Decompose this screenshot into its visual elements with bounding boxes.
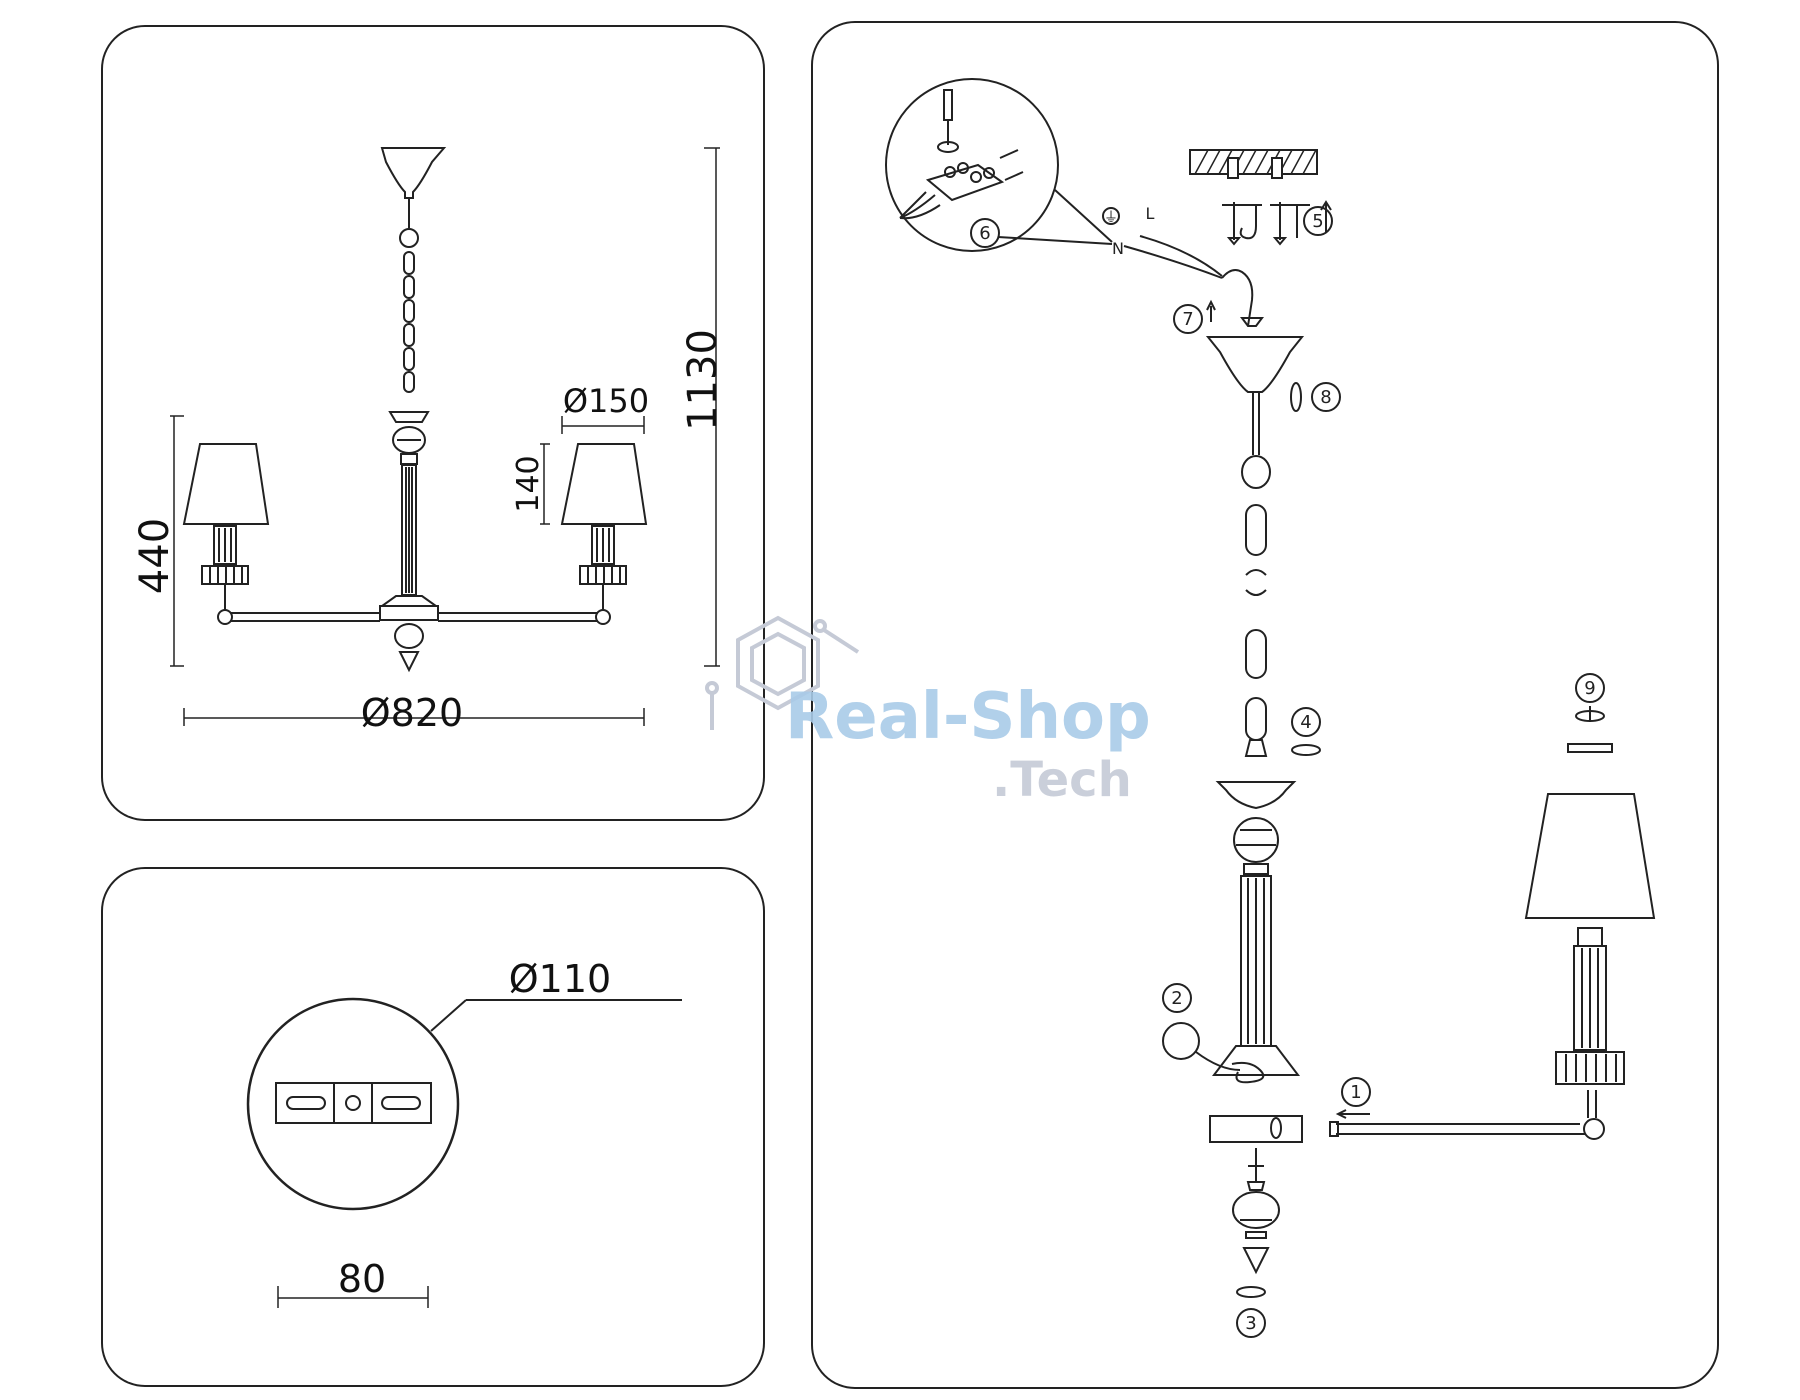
- step-8-circle: [1311, 382, 1341, 412]
- step-7-circle: [1173, 304, 1203, 334]
- base-wiring: [1162, 1022, 1265, 1084]
- height-overall-label: 1130: [680, 329, 726, 431]
- ground-symbol: [1102, 207, 1120, 225]
- dimension-lines: [170, 147, 720, 726]
- step-3-circle: [1236, 1308, 1266, 1338]
- chain: [403, 251, 415, 393]
- bracket-width-label: 80: [338, 1257, 386, 1301]
- step-callouts: [970, 206, 1605, 1338]
- assembly-chain: [1241, 455, 1271, 757]
- shade-diameter-label: Ø150: [563, 382, 649, 420]
- watermark-logo-hexagon: [736, 615, 820, 711]
- ceiling-canopy: [380, 147, 447, 199]
- watermark-subtext: .Tech: [992, 752, 1132, 808]
- mounting-bracket: [275, 1082, 432, 1124]
- drip-cup: [1555, 1051, 1625, 1085]
- step-1-label: 1: [1350, 1082, 1361, 1103]
- wire-bundle: [1123, 245, 1223, 279]
- shade-height-label: 140: [511, 455, 546, 512]
- canopy-circle: [246, 997, 460, 1211]
- arm-hub: [1209, 1115, 1303, 1143]
- neutral-wire-label: N: [1112, 239, 1124, 258]
- step-1-circle: [1341, 1077, 1371, 1107]
- live-wire-label: L: [1146, 204, 1155, 223]
- finial: [398, 651, 420, 673]
- step-5-label: 5: [1312, 211, 1323, 232]
- wiring-detail-bubble: [885, 78, 1113, 252]
- ceiling: [1189, 149, 1318, 179]
- step-8-label: 8: [1320, 387, 1331, 408]
- height-body-label: 440: [132, 518, 178, 594]
- step-9-label: 9: [1584, 678, 1595, 699]
- step-4-circle: [1291, 707, 1321, 737]
- step-6-circle: [970, 218, 1000, 248]
- chandelier-drawing: [170, 147, 720, 726]
- ground-wire-label: ⏚: [1104, 210, 1118, 226]
- lamp-left: [182, 443, 270, 611]
- step-3-label: 3: [1245, 1313, 1256, 1334]
- step-7-label: 7: [1182, 309, 1193, 330]
- shade-right: [560, 443, 648, 525]
- watermark-text: Real-Shop: [785, 680, 1151, 754]
- diameter-overall-label: Ø820: [361, 691, 463, 735]
- mounting-panel: [101, 867, 765, 1387]
- step-5-circle: [1303, 206, 1333, 236]
- step-6-label: 6: [979, 223, 990, 244]
- assembly-shade: [1524, 793, 1656, 919]
- step-2-label: 2: [1171, 988, 1182, 1009]
- step-2-circle: [1162, 983, 1192, 1013]
- step-9-circle: [1575, 673, 1605, 703]
- assembly-arm: [1329, 706, 1656, 1140]
- canopy-detail: [246, 997, 682, 1308]
- assembly-column: [1209, 781, 1303, 1275]
- shade-left: [182, 443, 270, 525]
- watermark: [705, 615, 860, 730]
- step-4-label: 4: [1300, 712, 1311, 733]
- canopy-diameter-label: Ø110: [509, 957, 611, 1001]
- assembly-canopy: [1205, 269, 1305, 455]
- lamp-right: [560, 443, 648, 611]
- dimensions-panel: [101, 25, 765, 821]
- column-top: [388, 411, 430, 423]
